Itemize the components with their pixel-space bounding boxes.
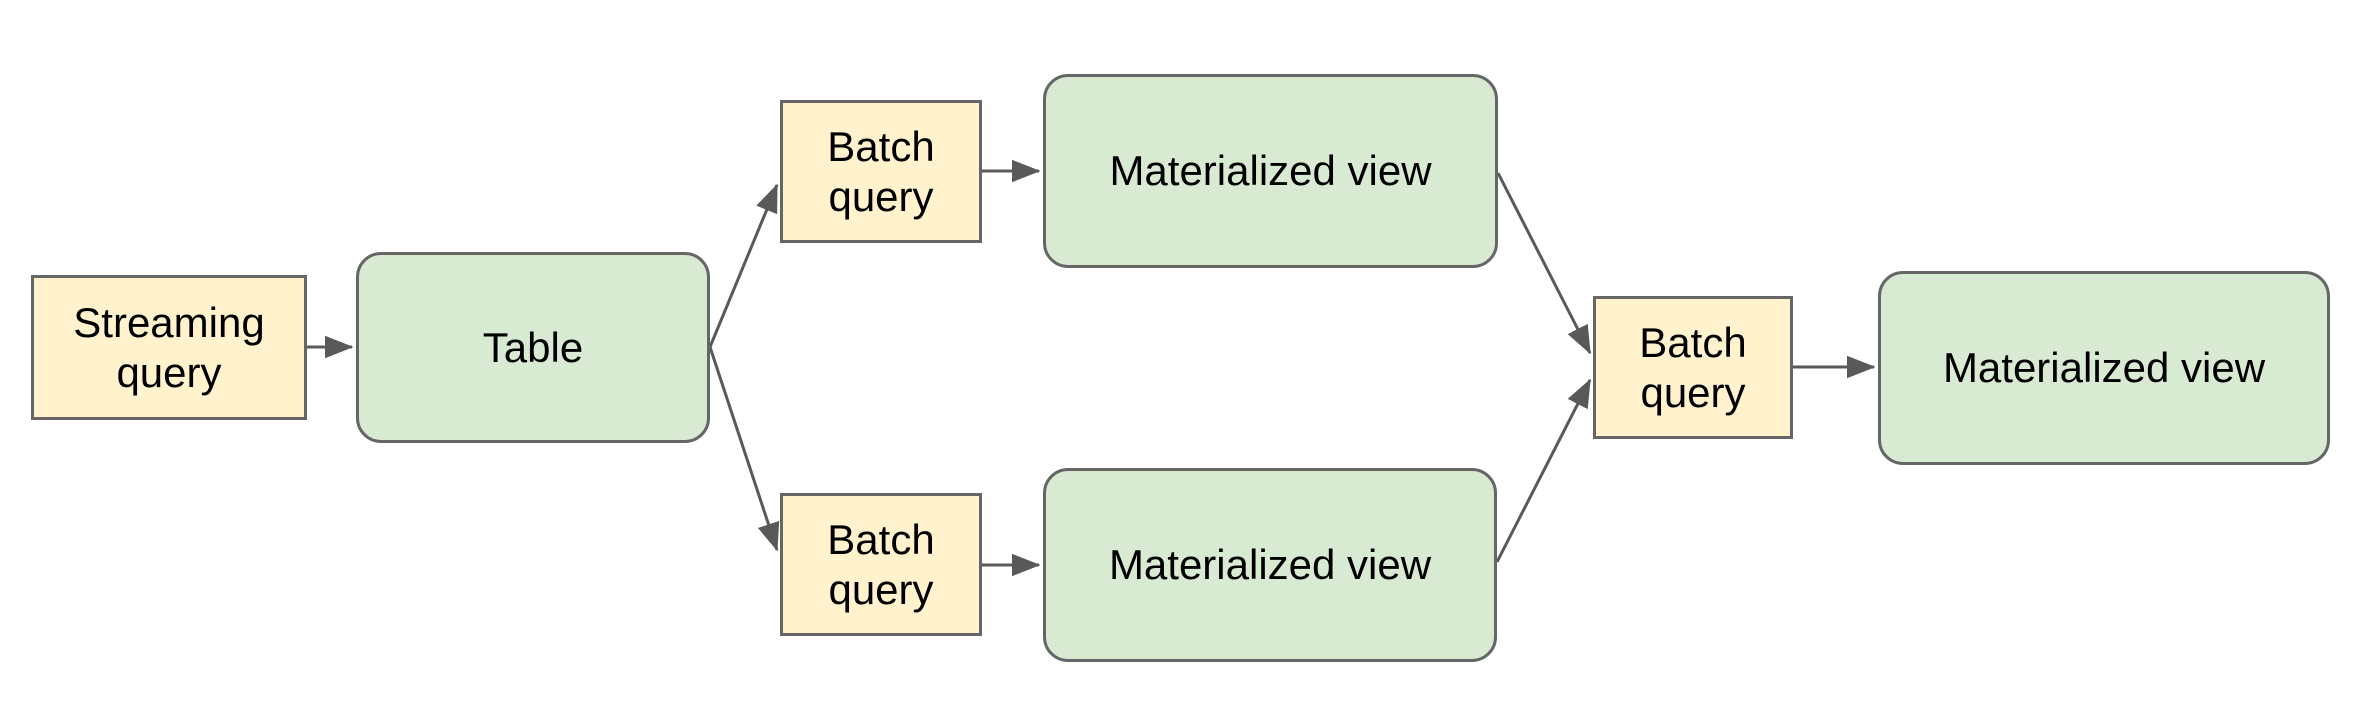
node-materialized-view-top: Materialized view bbox=[1043, 74, 1498, 268]
edge-table-to-batch-query-bottom bbox=[708, 346, 780, 552]
node-materialized-view-bottom: Materialized view bbox=[1043, 468, 1497, 662]
node-batch-query-mid: Batch query bbox=[1593, 296, 1793, 439]
node-label: Materialized view bbox=[1108, 541, 1432, 589]
node-batch-query-bottom: Batch query bbox=[780, 493, 982, 636]
node-label: Streaming query bbox=[73, 298, 265, 396]
node-table: Table bbox=[356, 252, 710, 443]
edge-materialized-view-top-to-batch-query-mid bbox=[1496, 172, 1592, 355]
node-streaming-query: Streaming query bbox=[31, 275, 307, 420]
node-label: Materialized view bbox=[1942, 344, 2266, 392]
node-label: Batch query bbox=[827, 515, 935, 613]
node-label: Materialized view bbox=[1109, 147, 1432, 195]
node-label: Batch query bbox=[1639, 318, 1747, 416]
edge-table-to-batch-query-top bbox=[708, 183, 779, 348]
node-batch-query-top: Batch query bbox=[780, 100, 982, 243]
node-materialized-view-final: Materialized view bbox=[1878, 271, 2330, 465]
node-label: Batch query bbox=[827, 122, 935, 220]
node-label: Table bbox=[482, 323, 584, 371]
edge-materialized-view-bottom-to-batch-query-mid bbox=[1495, 378, 1592, 563]
